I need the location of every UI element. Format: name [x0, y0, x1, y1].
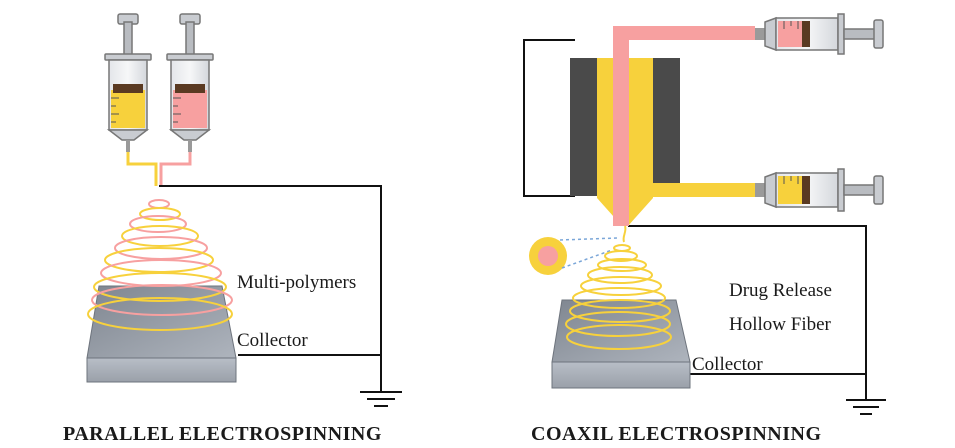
coaxial-electrospinning-diagram: Drug Release Hollow Fiber Collector COAX…	[523, 13, 886, 445]
label-hollow-fiber: Hollow Fiber	[729, 314, 832, 335]
ground-symbol	[360, 391, 402, 407]
ground-symbol-right	[846, 399, 886, 415]
syringe-pink	[166, 13, 214, 152]
power-wire	[523, 39, 867, 400]
coaxial-nozzle-inner	[613, 26, 755, 226]
fiber-spiral-right	[565, 225, 672, 350]
syringe-yellow	[104, 13, 152, 152]
fiber-cross-section	[529, 237, 618, 275]
caption-parallel: PARALLEL ELECTROSPINNING	[63, 423, 382, 445]
parallel-electrospinning-diagram: Multi-polymers Collector PARALLEL ELECTR…	[63, 13, 402, 445]
label-collector-left: Collector	[237, 330, 308, 351]
collector-plate	[86, 285, 237, 383]
ground-wire	[159, 185, 382, 392]
feed-tubes	[126, 152, 192, 186]
label-collector-right: Collector	[692, 354, 763, 375]
caption-coaxial: COAXIL ELECTROSPINNING	[531, 423, 822, 445]
syringe-pink-horizontal	[755, 13, 884, 55]
electrode-left	[570, 58, 600, 196]
label-multi-polymers: Multi-polymers	[237, 272, 356, 293]
electrode-right	[650, 58, 680, 196]
syringe-yellow-horizontal	[755, 168, 884, 212]
fiber-spiral	[87, 199, 233, 331]
label-drug-release: Drug Release	[729, 280, 832, 301]
